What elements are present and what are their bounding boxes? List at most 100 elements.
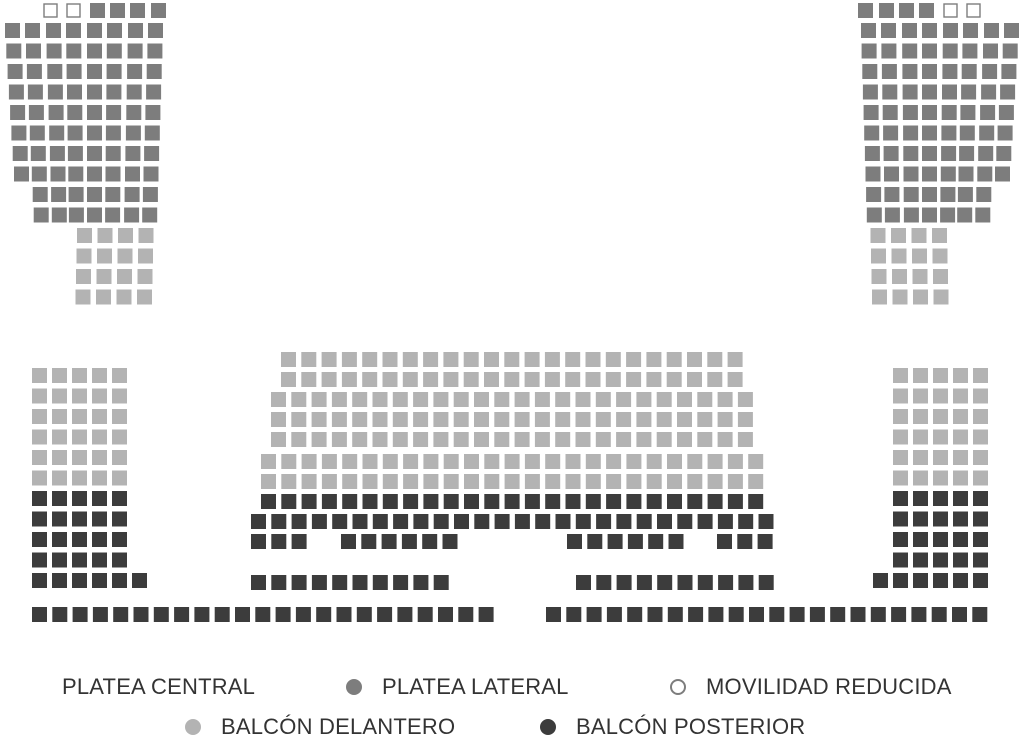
seat-balcon-posterior[interactable]: [381, 534, 397, 549]
seat-balcon-delantero[interactable]: [707, 454, 723, 469]
seat-platea-lateral[interactable]: [146, 64, 162, 79]
seat-balcon-delantero[interactable]: [667, 454, 682, 469]
seat-platea-lateral[interactable]: [125, 146, 141, 161]
seat-platea-lateral[interactable]: [866, 207, 882, 223]
seat-platea-lateral[interactable]: [922, 146, 937, 161]
seat-platea-lateral[interactable]: [903, 207, 919, 223]
seat-balcon-posterior[interactable]: [627, 607, 643, 622]
seat-balcon-delantero[interactable]: [463, 372, 479, 387]
seat-balcon-posterior[interactable]: [616, 514, 632, 529]
seat-balcon-posterior[interactable]: [953, 532, 968, 547]
seat-balcon-delantero[interactable]: [372, 412, 388, 427]
seat-balcon-delantero[interactable]: [341, 352, 357, 367]
seat-platea-lateral[interactable]: [144, 125, 160, 141]
seat-balcon-posterior[interactable]: [342, 494, 358, 509]
seat-balcon-delantero[interactable]: [52, 409, 67, 424]
seat-balcon-delantero[interactable]: [261, 474, 276, 489]
seat-balcon-delantero[interactable]: [423, 454, 439, 469]
seat-balcon-delantero[interactable]: [484, 454, 500, 469]
seat-balcon-posterior[interactable]: [413, 575, 429, 590]
seat-balcon-delantero[interactable]: [973, 409, 988, 424]
seat-platea-lateral[interactable]: [32, 187, 48, 202]
seat-balcon-delantero[interactable]: [605, 372, 621, 387]
seat-platea-lateral[interactable]: [882, 84, 898, 100]
seat-balcon-delantero[interactable]: [595, 412, 611, 427]
seat-balcon-posterior[interactable]: [112, 573, 127, 588]
seat-platea-lateral[interactable]: [1000, 84, 1016, 100]
seat-platea-lateral[interactable]: [47, 84, 63, 100]
seat-balcon-posterior[interactable]: [235, 607, 250, 622]
seat-balcon-delantero[interactable]: [72, 470, 87, 486]
seat-balcon-delantero[interactable]: [112, 429, 127, 445]
seat-balcon-delantero[interactable]: [382, 454, 398, 469]
seat-balcon-posterior[interactable]: [377, 607, 393, 622]
seat-platea-lateral[interactable]: [957, 187, 973, 202]
seat-platea-lateral[interactable]: [27, 84, 43, 100]
seat-balcon-delantero[interactable]: [75, 289, 91, 305]
seat-balcon-delantero[interactable]: [933, 368, 948, 383]
seat-platea-lateral[interactable]: [922, 23, 937, 38]
seat-balcon-delantero[interactable]: [321, 474, 337, 489]
seat-balcon-delantero[interactable]: [913, 388, 928, 404]
seat-balcon-delantero[interactable]: [118, 228, 133, 243]
seat-platea-lateral[interactable]: [29, 125, 45, 141]
seat-balcon-delantero[interactable]: [433, 432, 449, 447]
seat-balcon-delantero[interactable]: [321, 454, 337, 469]
seat-balcon-posterior[interactable]: [311, 514, 327, 529]
seat-balcon-posterior[interactable]: [341, 534, 356, 549]
seat-balcon-posterior[interactable]: [870, 607, 886, 622]
seat-balcon-posterior[interactable]: [535, 514, 551, 529]
seat-platea-lateral[interactable]: [941, 125, 957, 141]
seat-balcon-delantero[interactable]: [646, 352, 662, 367]
seat-balcon-delantero[interactable]: [973, 388, 988, 404]
seat-balcon-posterior[interactable]: [372, 514, 388, 529]
seat-balcon-posterior[interactable]: [758, 575, 774, 590]
seat-balcon-delantero[interactable]: [585, 352, 601, 367]
seat-balcon-posterior[interactable]: [321, 494, 337, 509]
seat-balcon-posterior[interactable]: [648, 534, 664, 549]
seat-balcon-posterior[interactable]: [443, 494, 459, 509]
seat-platea-lateral[interactable]: [940, 207, 956, 223]
seat-balcon-posterior[interactable]: [92, 573, 107, 588]
seat-balcon-posterior[interactable]: [332, 514, 348, 529]
seat-platea-lateral[interactable]: [883, 125, 899, 141]
seat-balcon-delantero[interactable]: [871, 269, 887, 284]
seat-platea-lateral[interactable]: [942, 43, 958, 59]
seat-balcon-delantero[interactable]: [656, 432, 672, 447]
seat-balcon-delantero[interactable]: [626, 372, 642, 387]
seat-balcon-posterior[interactable]: [52, 491, 67, 506]
seat-platea-lateral[interactable]: [51, 187, 67, 202]
seat-platea-lateral[interactable]: [903, 166, 919, 182]
seat-platea-lateral[interactable]: [30, 146, 46, 161]
seat-balcon-posterior[interactable]: [809, 607, 825, 622]
seat-balcon-delantero[interactable]: [893, 470, 908, 486]
seat-balcon-delantero[interactable]: [271, 432, 286, 447]
seat-balcon-posterior[interactable]: [291, 575, 307, 590]
seat-balcon-delantero[interactable]: [392, 412, 408, 427]
seat-platea-lateral[interactable]: [48, 105, 64, 120]
seat-platea-lateral[interactable]: [957, 207, 973, 223]
seat-balcon-posterior[interactable]: [657, 514, 672, 529]
seat-balcon-posterior[interactable]: [112, 532, 127, 547]
seat-balcon-delantero[interactable]: [575, 412, 591, 427]
seat-platea-lateral[interactable]: [922, 207, 937, 223]
seat-balcon-posterior[interactable]: [636, 575, 652, 590]
seat-balcon-posterior[interactable]: [728, 607, 744, 622]
seat-balcon-delantero[interactable]: [443, 454, 459, 469]
seat-balcon-posterior[interactable]: [484, 494, 500, 509]
seat-balcon-posterior[interactable]: [727, 494, 743, 509]
seat-balcon-delantero[interactable]: [748, 454, 764, 469]
seat-balcon-delantero[interactable]: [504, 352, 520, 367]
seat-balcon-delantero[interactable]: [311, 412, 327, 427]
seat-balcon-posterior[interactable]: [933, 511, 948, 527]
seat-balcon-posterior[interactable]: [911, 607, 927, 622]
seat-movilidad-reducida[interactable]: [943, 3, 958, 18]
seat-balcon-delantero[interactable]: [301, 372, 317, 387]
seat-platea-lateral[interactable]: [124, 187, 140, 202]
seat-balcon-delantero[interactable]: [402, 352, 418, 367]
seat-balcon-posterior[interactable]: [194, 607, 210, 622]
seat-platea-lateral[interactable]: [922, 166, 937, 182]
seat-platea-lateral[interactable]: [922, 43, 937, 59]
seat-balcon-posterior[interactable]: [972, 607, 988, 622]
seat-balcon-posterior[interactable]: [596, 514, 612, 529]
